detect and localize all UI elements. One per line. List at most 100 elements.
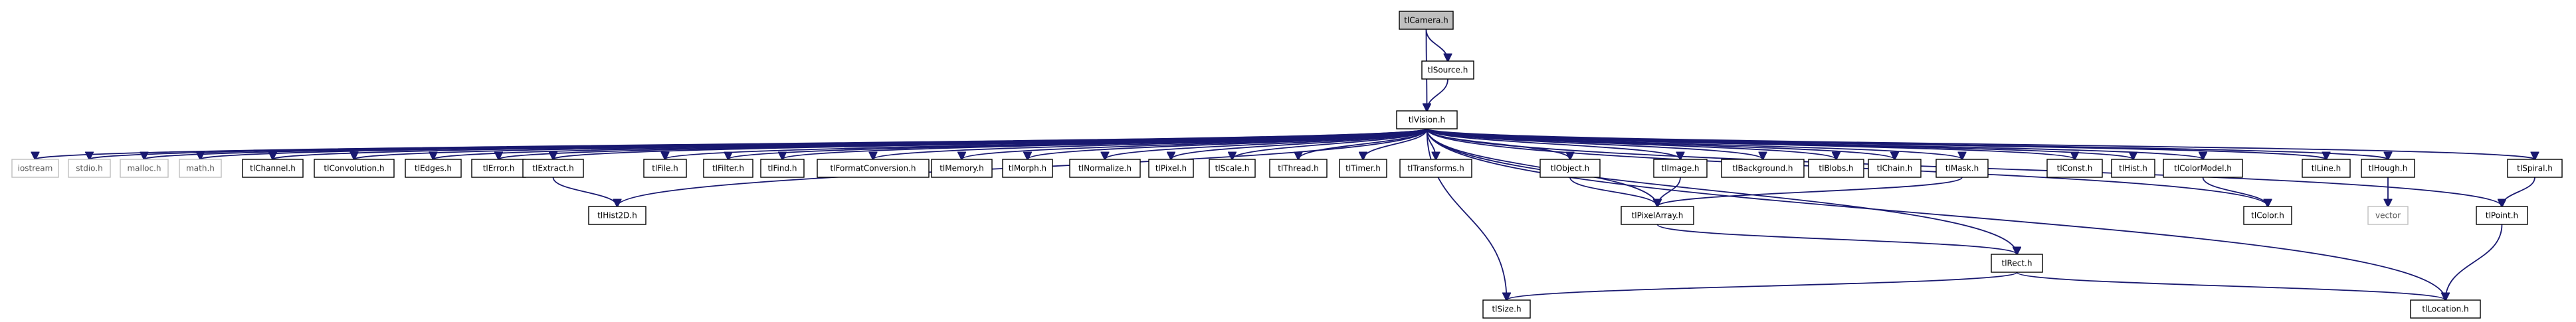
node-spiral-box	[2507, 159, 2563, 178]
node-extract-label: tlExtract.h	[532, 164, 573, 173]
node-filter[interactable]: tlFilter.h	[703, 159, 753, 178]
node-hist[interactable]: tlHist.h	[2111, 159, 2155, 178]
node-vector-box	[2367, 206, 2409, 225]
node-channel-box	[242, 159, 304, 178]
node-convolution-box	[314, 159, 395, 178]
node-blobs[interactable]: tlBlobs.h	[1808, 159, 1864, 178]
node-color-label: tlColor.h	[2251, 211, 2284, 220]
node-size-label: tlSize.h	[1492, 305, 1521, 314]
node-filter-box	[703, 159, 753, 178]
node-pixel-label: tlPixel.h	[1155, 164, 1187, 173]
node-convolution[interactable]: tlConvolution.h	[314, 159, 395, 178]
node-root[interactable]: tlCamera.h	[1399, 11, 1454, 30]
node-extract[interactable]: tlExtract.h	[522, 159, 584, 178]
node-transforms-label: tlTransforms.h	[1407, 164, 1464, 173]
node-color-box	[2243, 206, 2292, 225]
node-scale[interactable]: tlScale.h	[1209, 159, 1256, 178]
node-mask-box	[1935, 159, 1989, 178]
node-timer-box	[1339, 159, 1387, 178]
node-hough-box	[2361, 159, 2415, 178]
node-point[interactable]: tlPoint.h	[2476, 206, 2528, 225]
node-formatconversion-box	[817, 159, 930, 178]
node-image[interactable]: tlImage.h	[1653, 159, 1708, 178]
node-size[interactable]: tlSize.h	[1482, 299, 1531, 319]
node-object[interactable]: tlObject.h	[1539, 159, 1601, 178]
node-chain[interactable]: tlChain.h	[1868, 159, 1922, 178]
edge-vision-to-image	[1426, 128, 1681, 159]
node-iostream-label: iostream	[18, 164, 53, 173]
node-error-box	[471, 159, 526, 178]
node-hist2d-box	[588, 206, 646, 225]
node-chain-label: tlChain.h	[1877, 164, 1913, 173]
node-const[interactable]: tlConst.h	[2046, 159, 2103, 178]
node-convolution-label: tlConvolution.h	[324, 164, 384, 173]
node-hist-label: tlHist.h	[2119, 164, 2147, 173]
node-filter-label: tlFilter.h	[712, 164, 744, 173]
node-edges[interactable]: tlEdges.h	[405, 159, 462, 178]
edge-root-to-source	[1425, 29, 1448, 61]
node-point-box	[2476, 206, 2528, 225]
edge-vision-to-pixel	[1171, 128, 1428, 159]
node-background-box	[1721, 159, 1805, 178]
node-hough[interactable]: tlHough.h	[2361, 159, 2415, 178]
edge-vision-to-hist	[1426, 128, 2133, 159]
node-vision[interactable]: tlVision.h	[1396, 110, 1458, 129]
node-channel[interactable]: tlChannel.h	[242, 159, 304, 178]
node-vision-label: tlVision.h	[1409, 116, 1445, 125]
node-vector-label: vector	[2375, 211, 2401, 220]
node-normalize-box	[1069, 159, 1141, 178]
node-find[interactable]: tlFind.h	[760, 159, 805, 178]
node-memory[interactable]: tlMemory.h	[931, 159, 993, 178]
edge-rect-to-location	[2016, 272, 2446, 300]
edge-vision-to-colormodel	[1426, 128, 2203, 159]
edge-vision-to-thread	[1298, 128, 1428, 159]
node-file[interactable]: tlFile.h	[643, 159, 687, 178]
node-image-box	[1653, 159, 1708, 178]
node-root-label: tlCamera.h	[1404, 16, 1448, 25]
nodes-layer: tlCamera.h tlSource.h tlVision.h iostream st…	[11, 11, 2563, 319]
node-math: math.h	[179, 159, 222, 178]
node-root-box	[1399, 11, 1454, 30]
edge-vision-to-spiral	[1426, 128, 2535, 159]
node-colormodel-label: tlColorModel.h	[2174, 164, 2232, 173]
node-thread-label: tlThread.h	[1278, 164, 1318, 173]
node-formatconversion[interactable]: tlFormatConversion.h	[817, 159, 930, 178]
node-location-label: tlLocation.h	[2422, 305, 2468, 314]
node-transforms[interactable]: tlTransforms.h	[1399, 159, 1472, 178]
node-morph-box	[1002, 159, 1053, 178]
edge-vision-to-morph	[1028, 128, 1428, 159]
node-colormodel[interactable]: tlColorModel.h	[2163, 159, 2243, 178]
node-rect[interactable]: tlRect.h	[1991, 254, 2043, 273]
node-mask[interactable]: tlMask.h	[1935, 159, 1989, 178]
node-timer-label: tlTimer.h	[1345, 164, 1381, 173]
node-extract-box	[522, 159, 584, 178]
node-pixel[interactable]: tlPixel.h	[1148, 159, 1194, 178]
node-normalize[interactable]: tlNormalize.h	[1069, 159, 1141, 178]
node-file-label: tlFile.h	[652, 164, 678, 173]
node-color[interactable]: tlColor.h	[2243, 206, 2292, 225]
node-thread-box	[1269, 159, 1328, 178]
node-scale-box	[1209, 159, 1256, 178]
node-pixelarray[interactable]: tlPixelArray.h	[1621, 206, 1694, 225]
node-pixelarray-label: tlPixelArray.h	[1632, 211, 1684, 220]
edge-point-to-location	[2446, 224, 2503, 300]
node-line[interactable]: tlLine.h	[2302, 159, 2351, 178]
node-stdio-label: stdio.h	[76, 164, 102, 173]
node-file-box	[643, 159, 687, 178]
node-morph[interactable]: tlMorph.h	[1002, 159, 1053, 178]
node-timer[interactable]: tlTimer.h	[1339, 159, 1387, 178]
node-object-label: tlObject.h	[1551, 164, 1590, 173]
node-spiral[interactable]: tlSpiral.h	[2507, 159, 2563, 178]
node-chain-box	[1868, 159, 1922, 178]
node-background[interactable]: tlBackground.h	[1721, 159, 1805, 178]
node-source[interactable]: tlSource.h	[1421, 60, 1474, 80]
edge-vision-to-location	[1426, 128, 2446, 300]
node-hist2d[interactable]: tlHist2D.h	[588, 206, 646, 225]
node-rect-label: tlRect.h	[2002, 259, 2032, 268]
node-location[interactable]: tlLocation.h	[2410, 299, 2481, 319]
node-thread[interactable]: tlThread.h	[1269, 159, 1328, 178]
node-error[interactable]: tlError.h	[471, 159, 526, 178]
node-location-box	[2410, 299, 2481, 319]
node-object-box	[1539, 159, 1601, 178]
edge-vision-to-timer	[1363, 128, 1428, 159]
